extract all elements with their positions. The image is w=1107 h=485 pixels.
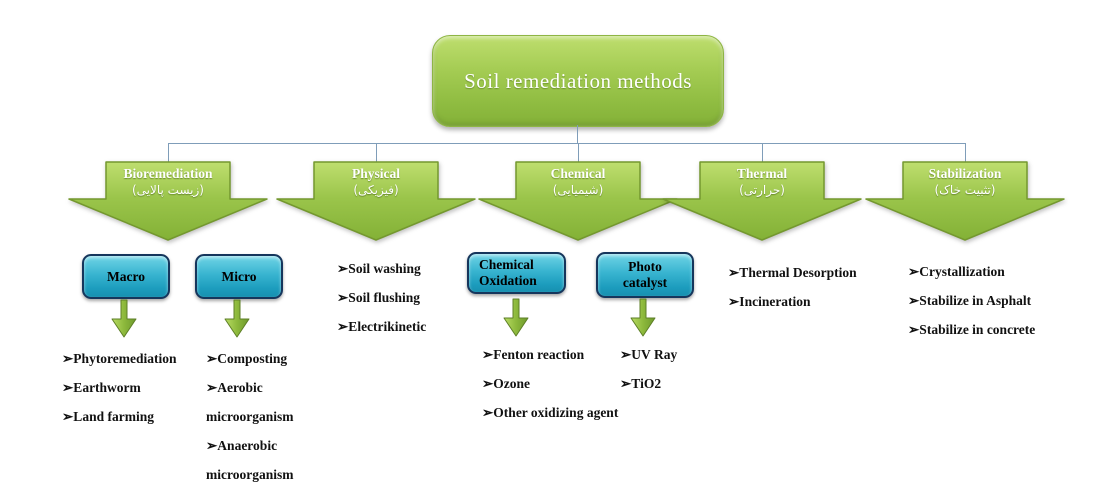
list-chemical-oxidation: ➢Fenton reaction ➢Ozone ➢Other oxidizing… — [482, 340, 642, 427]
down-arrow-shape — [478, 161, 678, 241]
list-item: ➢Stabilize in Asphalt — [908, 293, 1032, 308]
branch-chemical: Chemical (شیمیایی) — [478, 161, 678, 241]
branch-subtitle-farsi: (فیزیکی) — [353, 183, 399, 197]
subbox-macro: Macro — [82, 254, 170, 299]
list-item: ➢Incineration — [728, 294, 811, 309]
list-item: ➢Soil flushing — [337, 290, 420, 305]
connector-root-stem — [577, 125, 578, 144]
list-item: ➢Electrikinetic — [337, 319, 427, 334]
branch-title: Stabilization — [928, 166, 1002, 181]
subbox-photo-catalyst: Photo catalyst — [596, 252, 694, 298]
branch-bioremediation: Bioremediation (زیست پالایی) — [68, 161, 268, 241]
branch-label: Stabilization (تثبیت خاک) — [885, 166, 1045, 197]
branch-label: Physical (فیزیکی) — [296, 166, 456, 197]
branch-subtitle-farsi: (تثبیت خاک) — [934, 183, 996, 197]
branch-stabilization: Stabilization (تثبیت خاک) — [865, 161, 1065, 241]
connector-drop-bioremediation — [168, 143, 169, 162]
branch-title: Bioremediation — [123, 166, 213, 181]
down-arrow-icon — [224, 299, 250, 338]
connector-drop-stabilization — [965, 143, 966, 162]
list-item: ➢Thermal Desorption — [728, 265, 857, 280]
connector-drop-thermal — [762, 143, 763, 162]
list-physical: ➢Soil washing ➢Soil flushing ➢Electrikin… — [337, 254, 472, 341]
branch-label: Thermal (حرارتی) — [682, 166, 842, 197]
list-item: ➢Crystallization — [908, 264, 1005, 279]
list-item: ➢Fenton reaction — [482, 347, 585, 362]
subbox-label: Photo catalyst — [622, 259, 668, 290]
branch-label: Bioremediation (زیست پالایی) — [88, 166, 248, 197]
subbox-micro: Micro — [195, 254, 283, 299]
down-arrow-shape — [662, 161, 862, 241]
subbox-chemical-oxidation: Chemical Oxidation — [467, 252, 566, 294]
branch-title: Physical — [351, 166, 400, 181]
list-micro: ➢Composting ➢Aerobic microorganism ➢Anae… — [206, 344, 312, 485]
down-arrow-shape — [276, 161, 476, 241]
branch-thermal: Thermal (حرارتی) — [662, 161, 862, 241]
list-item: ➢Phytoremediation — [62, 351, 177, 366]
branch-label: Chemical (شیمیایی) — [498, 166, 658, 197]
down-arrow-shape — [68, 161, 268, 241]
list-item: ➢Soil washing — [337, 261, 421, 276]
branch-title: Thermal — [736, 166, 788, 181]
list-item: ➢Anaerobic microorganism — [206, 438, 294, 482]
list-item: ➢Composting — [206, 351, 288, 366]
list-item: ➢Earthworm — [62, 380, 141, 395]
connector-drop-physical — [376, 143, 377, 162]
down-arrow-icon — [503, 298, 529, 337]
subbox-label: Macro — [107, 268, 145, 284]
list-photo-catalyst: ➢UV Ray ➢TiO2 — [620, 340, 715, 398]
connector-drop-chemical — [578, 143, 579, 162]
list-item: ➢TiO2 — [620, 376, 662, 391]
branch-physical: Physical (فیزیکی) — [276, 161, 476, 241]
branch-subtitle-farsi: (شیمیایی) — [552, 183, 604, 197]
list-item: ➢UV Ray — [620, 347, 678, 362]
branch-title: Chemical — [550, 166, 606, 181]
subbox-label: Micro — [221, 268, 257, 284]
subbox-label: Chemical Oxidation — [479, 257, 537, 288]
down-arrow-shape — [865, 161, 1065, 241]
down-arrow-icon — [630, 298, 656, 337]
list-item: ➢Aerobic microorganism — [206, 380, 294, 424]
list-item: ➢Land farming — [62, 409, 154, 424]
list-stabilization: ➢Crystallization ➢Stabilize in Asphalt ➢… — [908, 257, 1088, 344]
list-thermal: ➢Thermal Desorption ➢Incineration — [728, 258, 898, 316]
diagram-title: Soil remediation methods — [464, 68, 692, 93]
connector-horizontal-bus — [168, 143, 966, 144]
root-node: Soil remediation methods — [432, 35, 724, 127]
branch-subtitle-farsi: (حرارتی) — [739, 183, 785, 197]
branch-subtitle-farsi: (زیست پالایی) — [132, 183, 204, 197]
down-arrow-icon — [111, 299, 137, 338]
list-item: ➢Ozone — [482, 376, 531, 391]
list-item: ➢Other oxidizing agent — [482, 405, 619, 420]
list-item: ➢Stabilize in concrete — [908, 322, 1036, 337]
list-macro: ➢Phytoremediation ➢Earthworm ➢Land farmi… — [62, 344, 207, 431]
